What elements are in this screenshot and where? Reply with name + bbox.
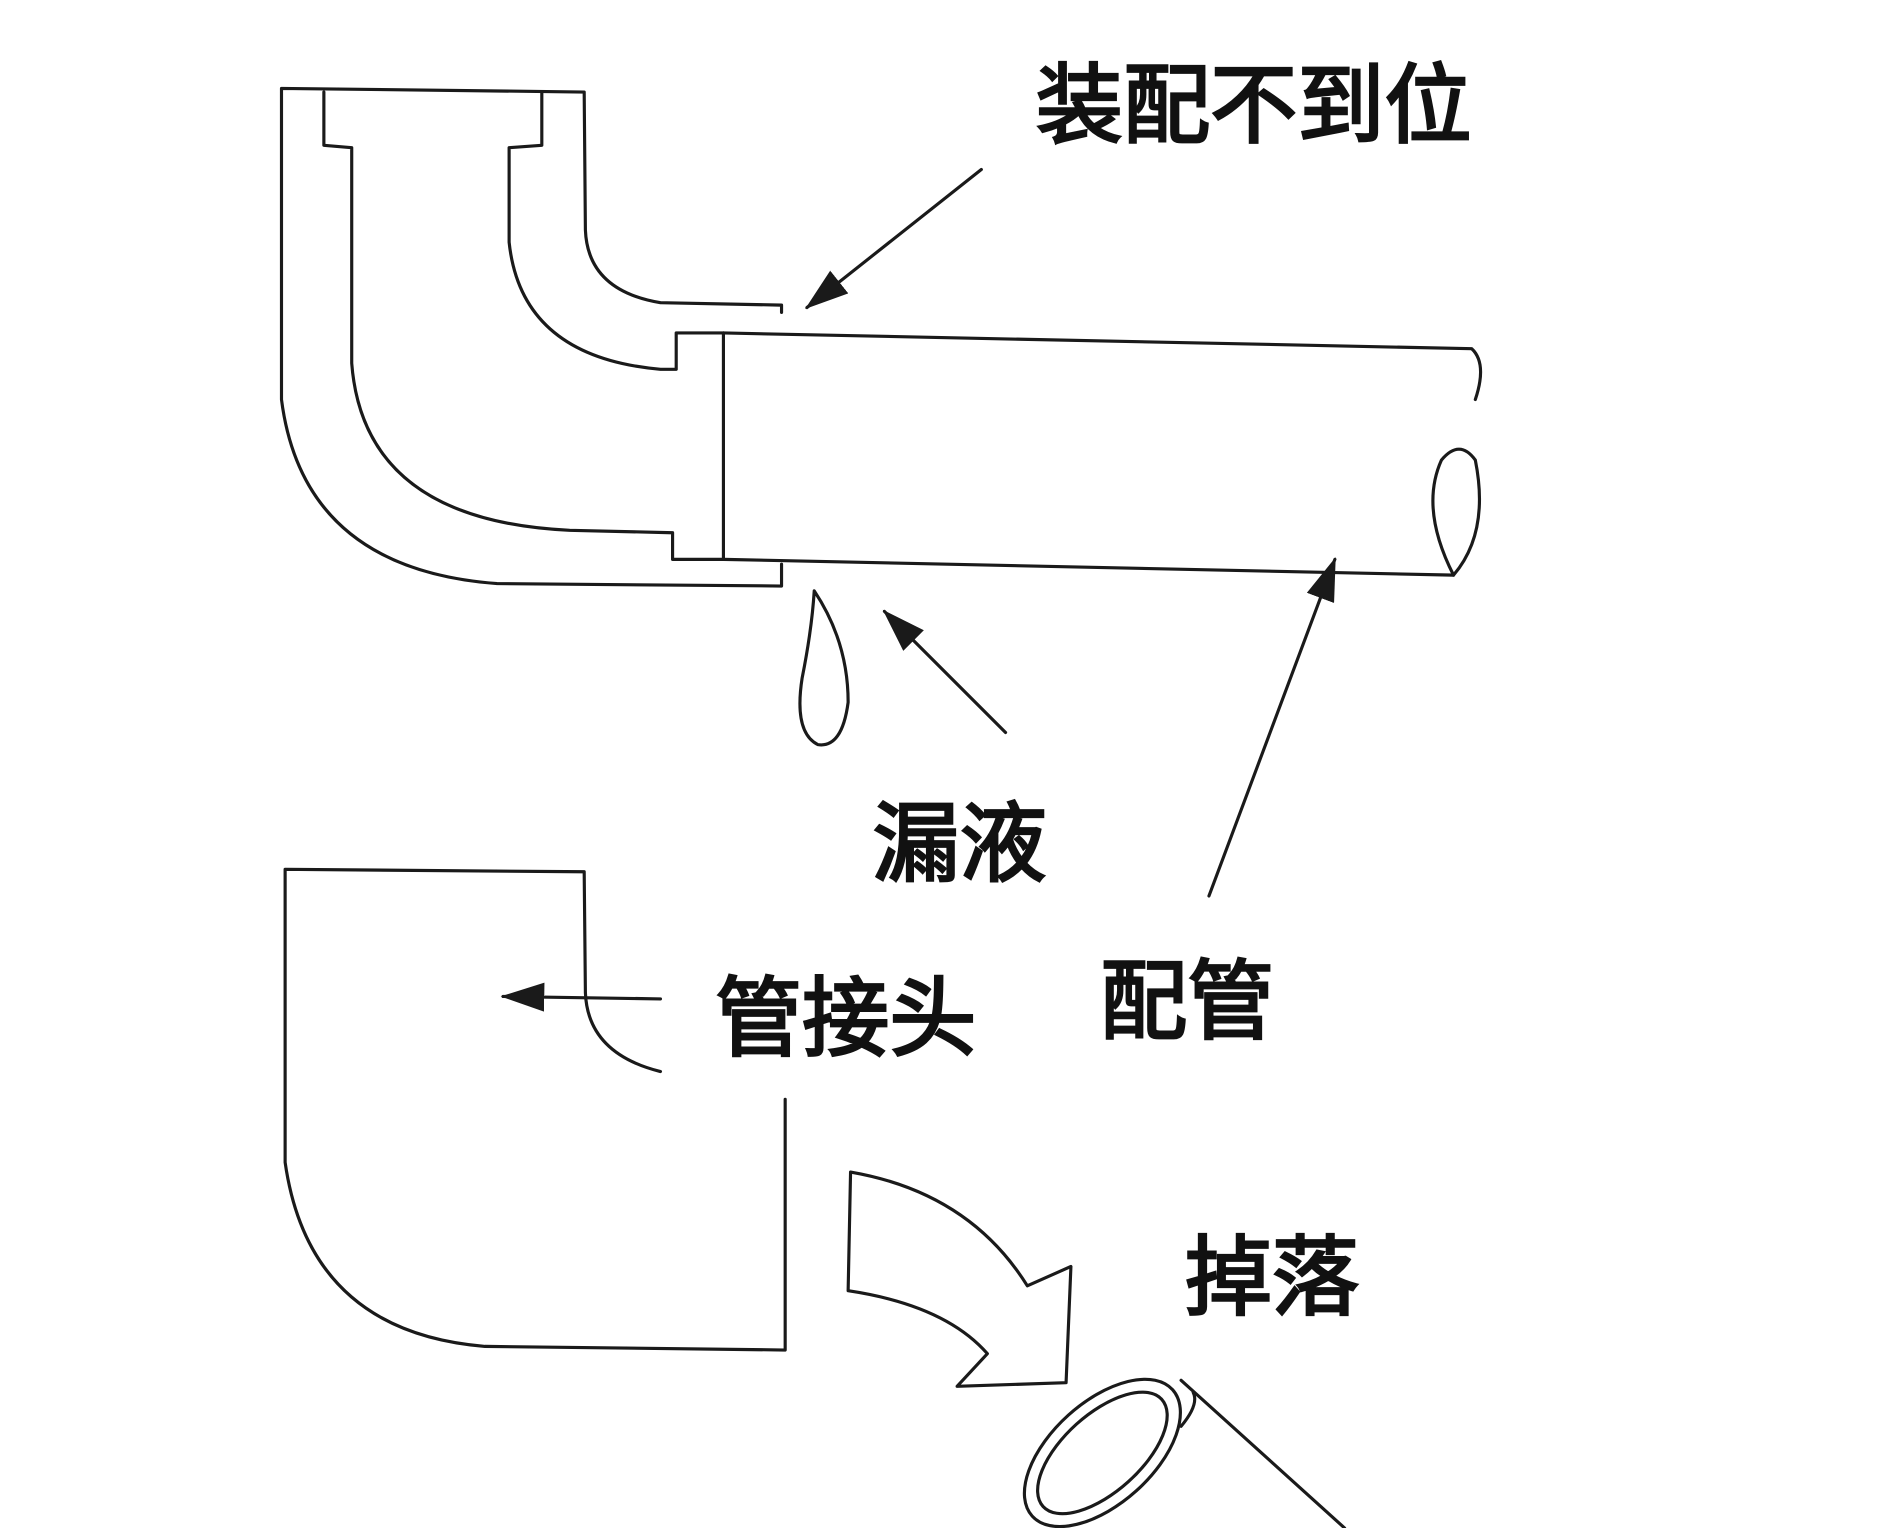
label-fall-off: 掉落 [1185, 1227, 1360, 1329]
arrow-pipe [1207, 557, 1337, 898]
upper-elbow-fitting [279, 86, 784, 588]
label-improper-fit: 装配不到位 [1036, 55, 1472, 157]
arrow-improper-fit [805, 167, 983, 310]
lower-elbow-fitting [283, 867, 787, 1352]
arrow-fitting [500, 982, 663, 1012]
label-fitting: 管接头 [715, 968, 976, 1070]
leak-droplet-icon [798, 589, 850, 747]
connected-pipe [721, 331, 1483, 577]
fallen-pipe [1022, 1377, 1347, 1528]
label-leak: 漏液 [872, 793, 1046, 895]
label-pipe: 配管 [1100, 951, 1274, 1053]
arrow-leak [882, 609, 1008, 735]
falling-arrow-icon [846, 1170, 1073, 1388]
